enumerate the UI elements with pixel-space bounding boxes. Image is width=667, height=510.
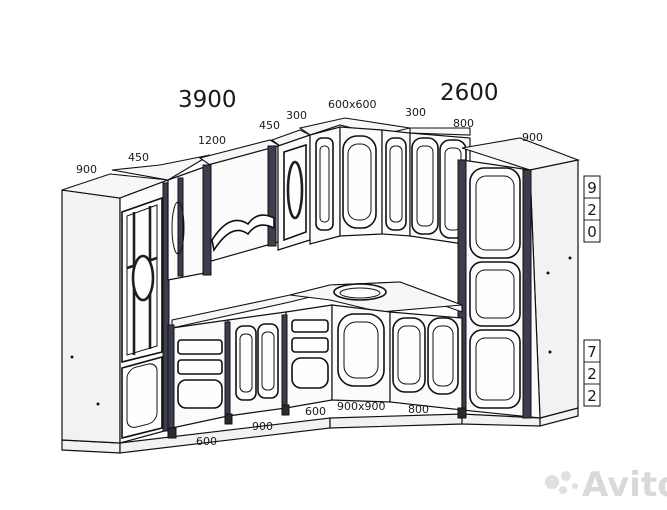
- dim-bottom-4: 900x900: [337, 400, 386, 413]
- vertical-dimension-lower: 7 2 2: [583, 339, 601, 407]
- vertical-dimension-upper: 9 2 0: [583, 175, 601, 243]
- dim-top-3: 1200: [198, 134, 226, 147]
- dim-vertical-upper-2: 2: [587, 201, 597, 219]
- left-tall-cabinet: [61, 173, 170, 444]
- dim-vertical-upper-1: 9: [587, 179, 597, 197]
- dim-top-8: 800: [453, 117, 474, 130]
- right-tall-cabinet: [457, 137, 580, 419]
- dim-top-2: 450: [128, 151, 149, 164]
- countertop: [171, 281, 463, 329]
- upper-wall-cabinets-left: [111, 129, 312, 281]
- base-cabinets: [167, 304, 467, 439]
- dim-total-right: 2600: [440, 80, 499, 106]
- dimension-labels: 3900 2600 900 450 1200 450 300 600x600 3…: [76, 80, 543, 448]
- dim-top-9: 900: [522, 131, 543, 144]
- dim-top-4: 450: [259, 119, 280, 132]
- dim-top-6: 600x600: [328, 98, 377, 111]
- watermark-text: Avito: [582, 465, 667, 505]
- upper-corner-cabinets: [298, 117, 471, 246]
- dim-vertical-lower-1: 7: [587, 343, 597, 361]
- dim-vertical-lower-2: 2: [587, 365, 597, 383]
- dim-bottom-5: 800: [408, 403, 429, 416]
- watermark: Avito: [545, 465, 667, 505]
- dim-bottom-2: 900: [252, 420, 273, 433]
- dim-top-7: 300: [405, 106, 426, 119]
- dim-bottom-3: 600: [305, 405, 326, 418]
- dim-vertical-lower-3: 2: [587, 387, 597, 405]
- dim-bottom-1: 600: [196, 435, 217, 448]
- dim-vertical-upper-3: 0: [587, 223, 597, 241]
- dim-top-1: 900: [76, 163, 97, 176]
- dim-top-5: 300: [286, 109, 307, 122]
- dim-total-left: 3900: [178, 87, 237, 113]
